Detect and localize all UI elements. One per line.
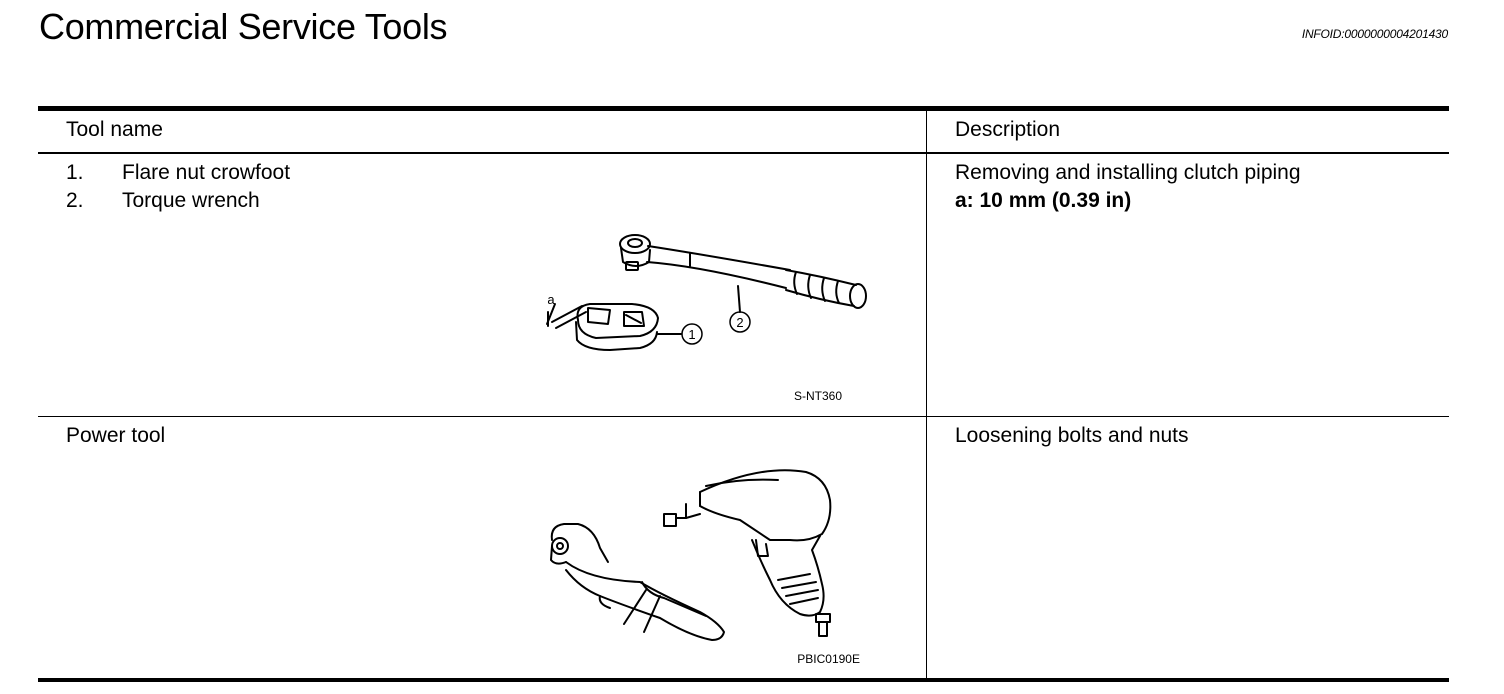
tool-name: Torque wrench (122, 189, 260, 212)
tool-description: Removing and installing clutch piping (955, 161, 1301, 184)
column-header-tool-name: Tool name (66, 118, 163, 141)
column-header-description: Description (955, 118, 1061, 141)
table-bottom-rule (38, 678, 1449, 682)
tool-name: Power tool (66, 424, 166, 447)
tool-name: Flare nut crowfoot (122, 161, 291, 184)
header-rule (38, 152, 1449, 154)
callout-1: 1 (688, 327, 695, 342)
tool-number: 1. (66, 161, 84, 184)
dimension-label: a (547, 292, 555, 307)
tool-description: Loosening bolts and nuts (955, 424, 1189, 447)
info-id: INFOID:0000000004201430 (1301, 27, 1448, 41)
row-divider (38, 416, 1449, 417)
tool-number: 2. (66, 189, 84, 212)
table-top-rule (38, 106, 1449, 111)
figure-caption: S-NT360 (794, 389, 842, 403)
figure-caption: PBIC0190E (797, 652, 860, 666)
callout-2: 2 (736, 315, 743, 330)
tool-spec: a: 10 mm (0.39 in) (955, 189, 1132, 212)
column-divider (926, 111, 927, 678)
page-title: Commercial Service Tools (39, 6, 448, 47)
